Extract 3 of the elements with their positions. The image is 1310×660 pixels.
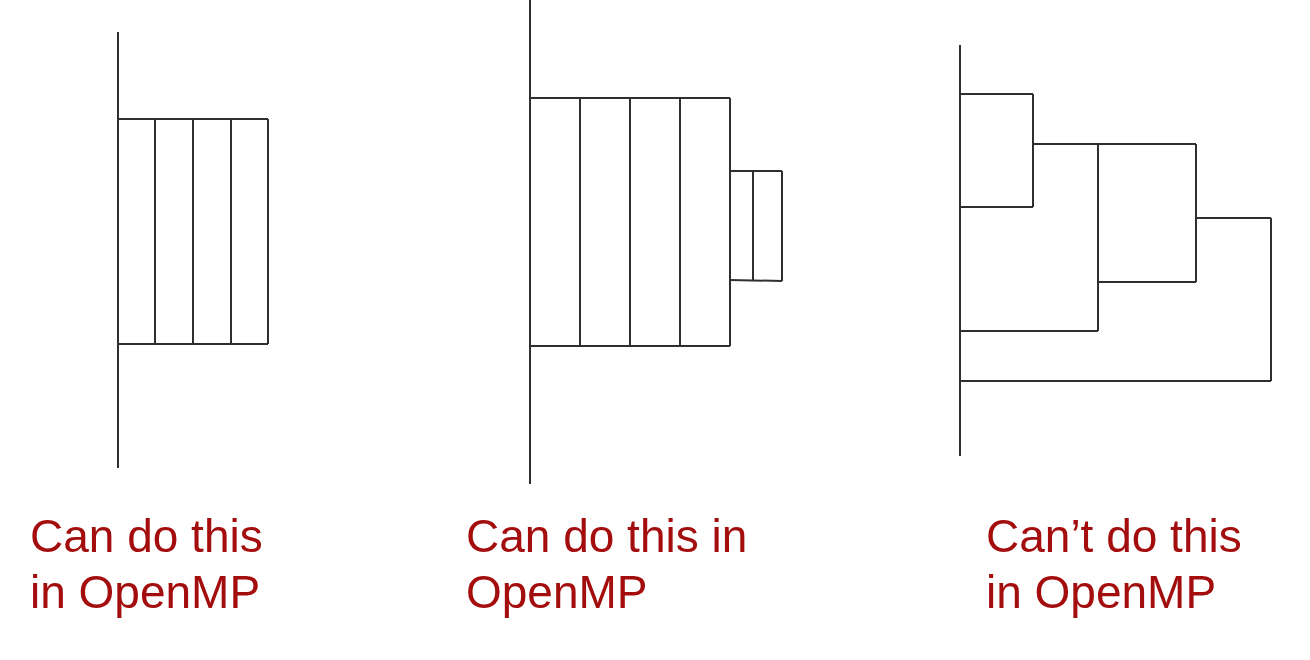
caption: Can’t do this in OpenMP: [986, 509, 1243, 620]
caption: Can do this in OpenMP: [466, 509, 749, 620]
caption: Can do this in OpenMP: [30, 509, 264, 620]
